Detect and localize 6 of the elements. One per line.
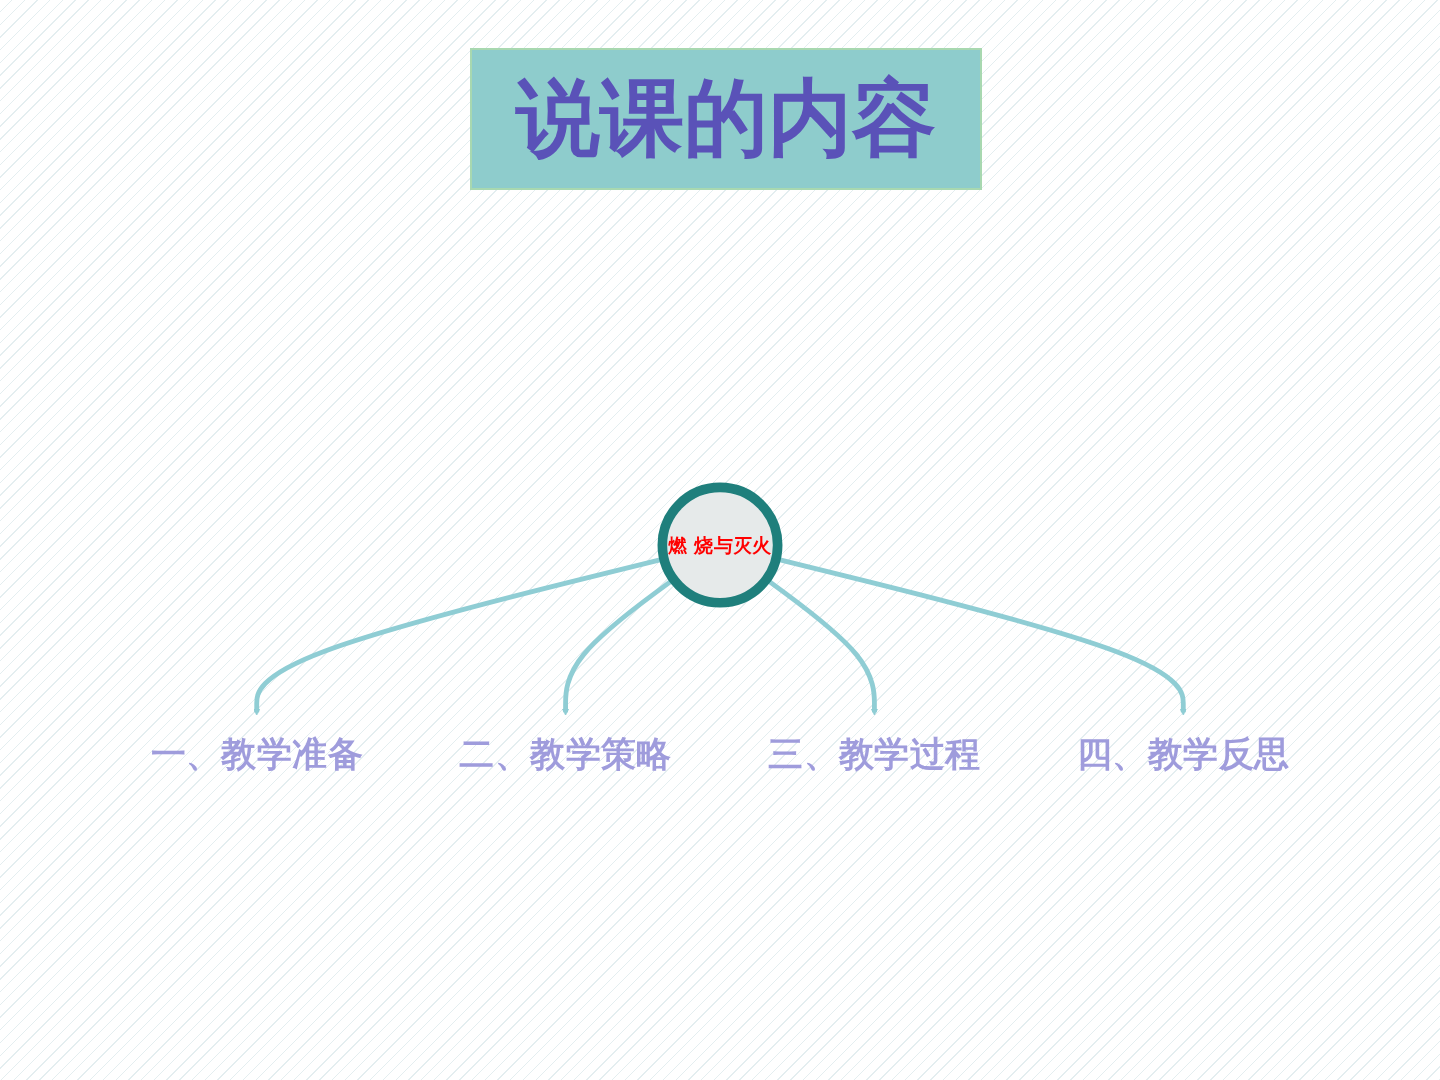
title-banner: 说课的内容 bbox=[470, 48, 982, 190]
node-circle: 燃 烧与灭火 bbox=[657, 482, 783, 608]
node-text: 一、教学准备 bbox=[150, 733, 363, 775]
node-text: 四、教学反思 bbox=[1077, 733, 1290, 775]
node-text: 二、教学策略 bbox=[459, 733, 672, 775]
node-text: 三、教学过程 bbox=[768, 733, 981, 775]
